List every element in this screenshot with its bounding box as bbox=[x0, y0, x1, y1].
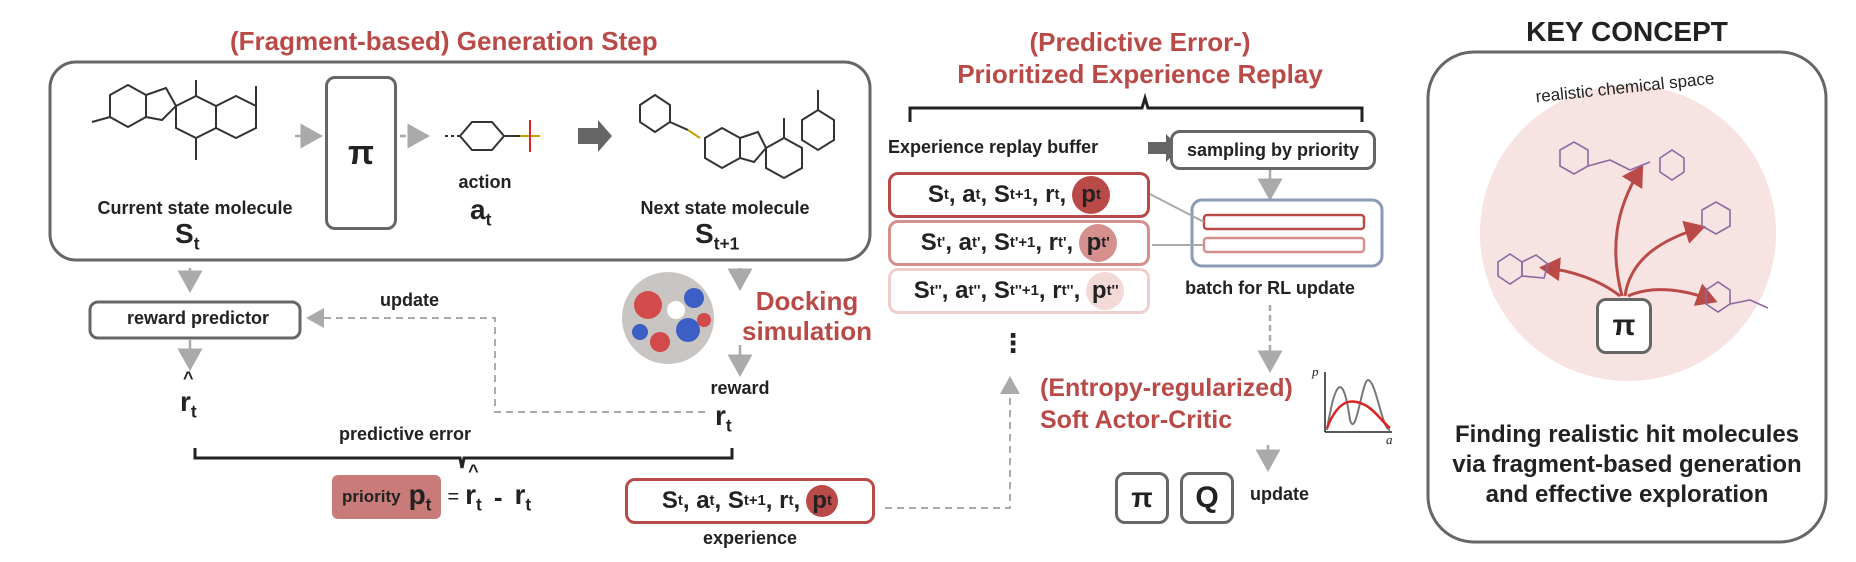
sac-q-box: Q bbox=[1180, 472, 1234, 524]
priority-badge: priority pt bbox=[332, 474, 442, 520]
entropy-plot bbox=[1324, 372, 1392, 433]
key-concept-box bbox=[1426, 50, 1828, 544]
action-symbol: at bbox=[470, 194, 492, 230]
plot-p-label: p bbox=[1312, 364, 1319, 379]
experience-to-sac-line bbox=[885, 376, 1020, 509]
action-fragment-drawing bbox=[445, 120, 540, 152]
sac-title: (Entropy-regularized) Soft Actor-Critic bbox=[1040, 374, 1293, 434]
transition-arrow bbox=[578, 120, 612, 152]
predictive-error-brace bbox=[193, 448, 734, 469]
plot-a-label: a bbox=[1386, 432, 1393, 447]
policy-box: π bbox=[325, 76, 397, 230]
predictive-error-label: predictive error bbox=[338, 424, 472, 444]
docking-simulation-label: Docking simulation bbox=[742, 286, 873, 346]
replay-title: (Predictive Error-) Prioritized Experien… bbox=[957, 27, 1323, 89]
current-state-label: Current state molecule bbox=[97, 198, 293, 218]
next-state-symbol: St+1 bbox=[695, 218, 740, 254]
current-molecule-drawing bbox=[91, 80, 257, 160]
sampling-by-priority-box: sampling by priority bbox=[1170, 130, 1376, 170]
experience-label: experience bbox=[702, 528, 798, 548]
reward-predictor-box: reward predictor bbox=[126, 308, 270, 328]
predicted-reward-symbol: rt bbox=[180, 368, 197, 423]
exploration-arrows bbox=[1539, 164, 1718, 306]
action-label: action bbox=[458, 172, 512, 192]
batch-label: batch for RL update bbox=[1185, 278, 1355, 298]
next-molecule-drawing bbox=[639, 90, 835, 180]
reward-symbol: rt bbox=[715, 400, 732, 436]
reward-label: reward bbox=[710, 378, 770, 398]
concept-description: Finding realistic hit molecules via frag… bbox=[1452, 421, 1802, 508]
concept-policy-box: π bbox=[1596, 298, 1652, 354]
generation-step-box bbox=[48, 60, 872, 262]
chemical-space-circle bbox=[1480, 85, 1776, 381]
replay-buffer-label: Experience replay buffer bbox=[888, 137, 1099, 157]
generation-step-title: (Fragment-based) Generation Step bbox=[230, 26, 658, 56]
replay-brace bbox=[908, 92, 1364, 122]
key-concept-title: KEY CONCEPT bbox=[1526, 16, 1728, 47]
update-label: update bbox=[380, 290, 440, 310]
sac-update-label: update bbox=[1250, 484, 1310, 504]
replay-ellipsis: ⋮ bbox=[1000, 328, 1026, 358]
protein-structure-drawing bbox=[622, 272, 714, 364]
next-state-label: Next state molecule bbox=[640, 198, 810, 218]
concept-molecules bbox=[1497, 141, 1769, 313]
current-state-symbol: St bbox=[175, 218, 200, 254]
priority-formula: priority pt = rt - rt bbox=[332, 461, 531, 520]
batch-box bbox=[1190, 198, 1384, 268]
update-feedback-line bbox=[306, 308, 705, 413]
sac-policy-box: π bbox=[1115, 472, 1169, 524]
